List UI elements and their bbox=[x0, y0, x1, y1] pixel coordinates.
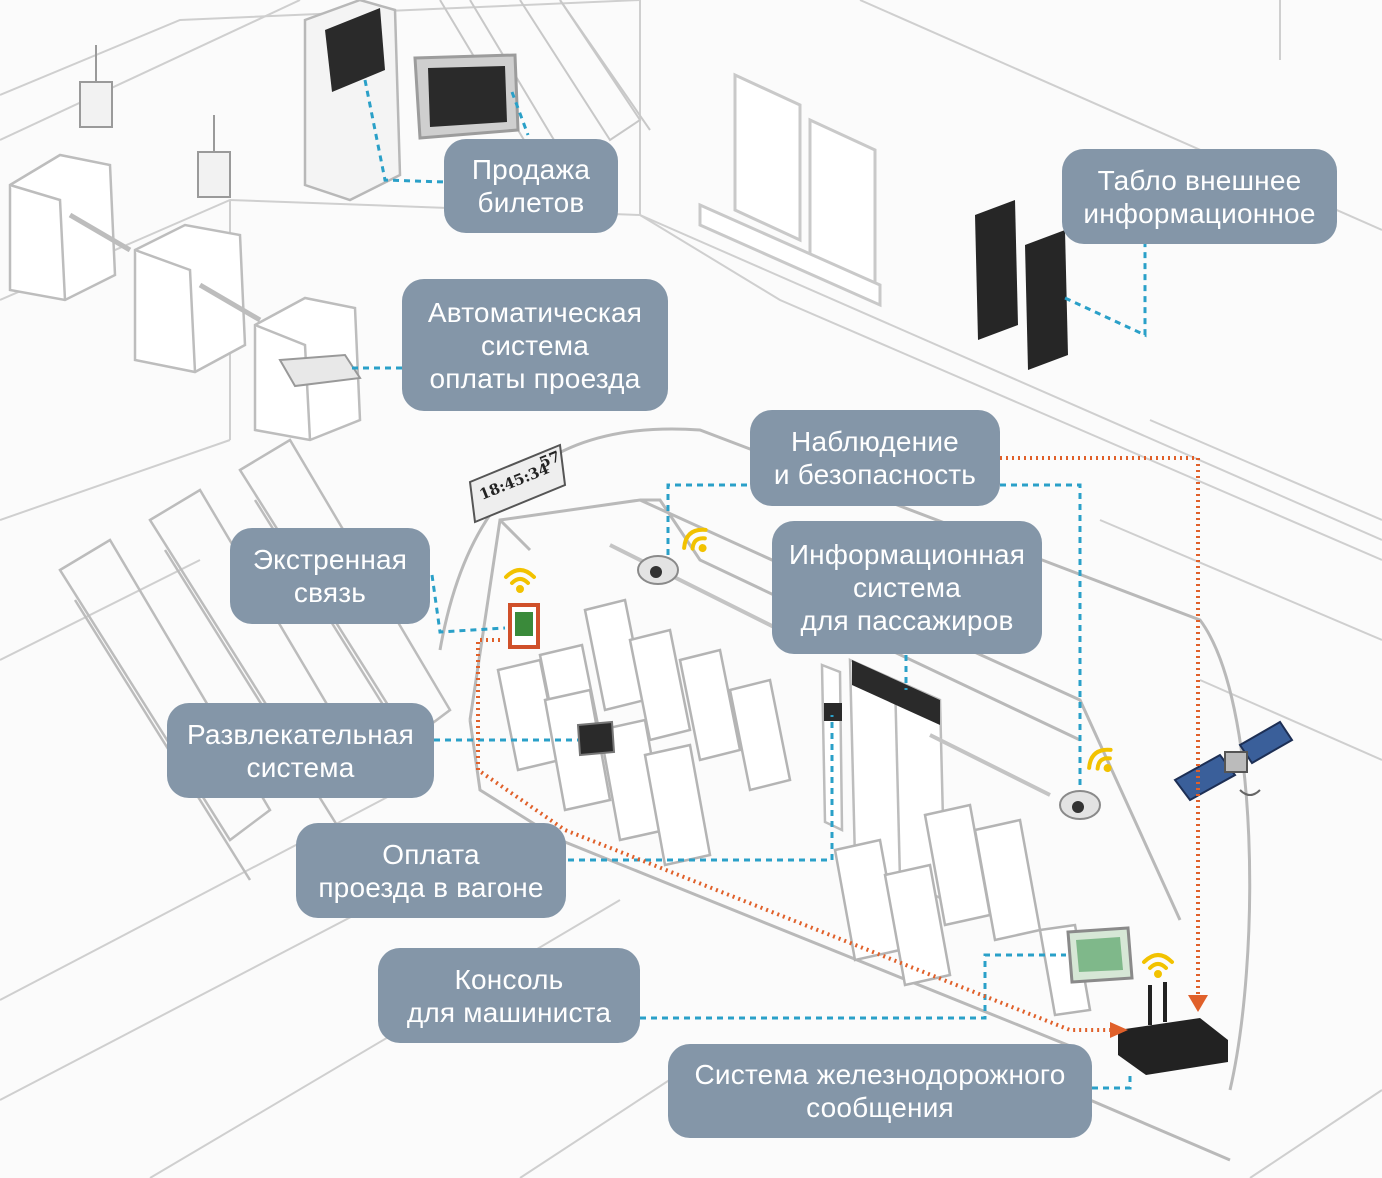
wifi-icon bbox=[1087, 747, 1113, 773]
label-in-car-fare-payment: Оплата проезда в вагоне bbox=[296, 823, 566, 918]
passenger-seats bbox=[496, 598, 1092, 1017]
data-links bbox=[352, 79, 1147, 1090]
escalators bbox=[58, 438, 452, 881]
wifi-icon bbox=[504, 568, 536, 593]
wifi-icon bbox=[1142, 953, 1174, 978]
satellite-icon bbox=[1173, 720, 1294, 802]
emergency-panel-icon bbox=[508, 603, 540, 649]
label-surveillance-security: Наблюдение и безопасность bbox=[750, 410, 1000, 506]
camera-icon bbox=[637, 555, 679, 585]
entertainment-screen-icon bbox=[576, 720, 616, 757]
label-driver-console: Консоль для машиниста bbox=[378, 948, 640, 1043]
access-reader-icon bbox=[79, 45, 231, 198]
label-emergency-communication: Экстренная связь bbox=[230, 528, 430, 624]
label-entertainment-system: Развлекательная система bbox=[167, 703, 434, 798]
label-passenger-information-system: Информационная система для пассажиров bbox=[772, 521, 1042, 654]
comm-links bbox=[476, 456, 1200, 1032]
driver-console-icon bbox=[1066, 926, 1134, 984]
turnstile-icon bbox=[133, 223, 262, 374]
fare-controller-icon bbox=[278, 353, 362, 388]
station-windows bbox=[698, 72, 882, 308]
train-control-box-icon bbox=[1118, 982, 1228, 1075]
wifi-icon bbox=[682, 527, 708, 553]
monitor-icon bbox=[413, 53, 520, 140]
payment-terminal-icon bbox=[824, 703, 842, 721]
turnstile-icon bbox=[8, 153, 132, 302]
passenger-display-icon bbox=[852, 660, 940, 725]
label-railway-communication-system: Система железнодорожного сообщения bbox=[668, 1044, 1092, 1138]
comm-arrowheads bbox=[1110, 995, 1208, 1038]
station-clock: 18:45:34 57 bbox=[468, 443, 567, 524]
kiosk-icon bbox=[303, 0, 402, 202]
external-display-icon bbox=[975, 200, 1068, 370]
label-automatic-fare-system: Автоматическая система оплаты проезда bbox=[402, 279, 668, 411]
label-ticket-sales: Продажа билетов bbox=[444, 139, 618, 233]
camera-icon bbox=[1059, 790, 1101, 820]
label-external-display: Табло внешнее информационное bbox=[1062, 149, 1337, 244]
